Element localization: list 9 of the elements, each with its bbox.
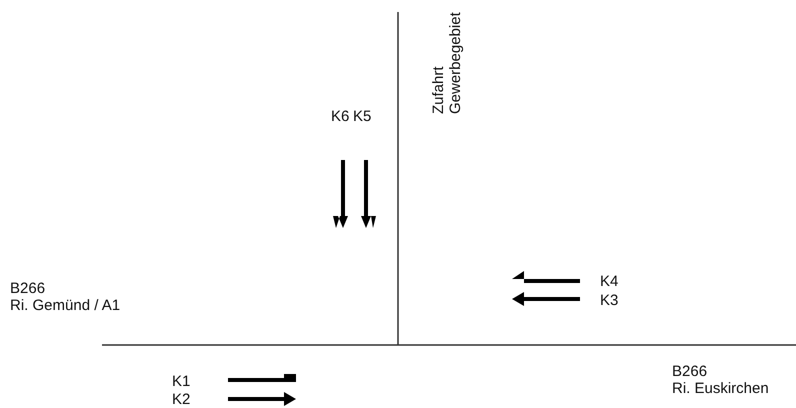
lane-label: K2 [172, 391, 190, 408]
lane-label: K1 [172, 373, 190, 390]
lane-label: K4 [600, 273, 618, 290]
road-label: B266 Ri. Gemünd / A1 [10, 280, 120, 314]
lane-label: K5 [353, 108, 372, 125]
lane-label: K3 [600, 292, 618, 309]
road-label: B266 Ri. Euskirchen [672, 363, 769, 397]
road-label: Zufahrt Gewerbegebiet [430, 12, 464, 114]
lane-label: K6 [331, 108, 350, 125]
